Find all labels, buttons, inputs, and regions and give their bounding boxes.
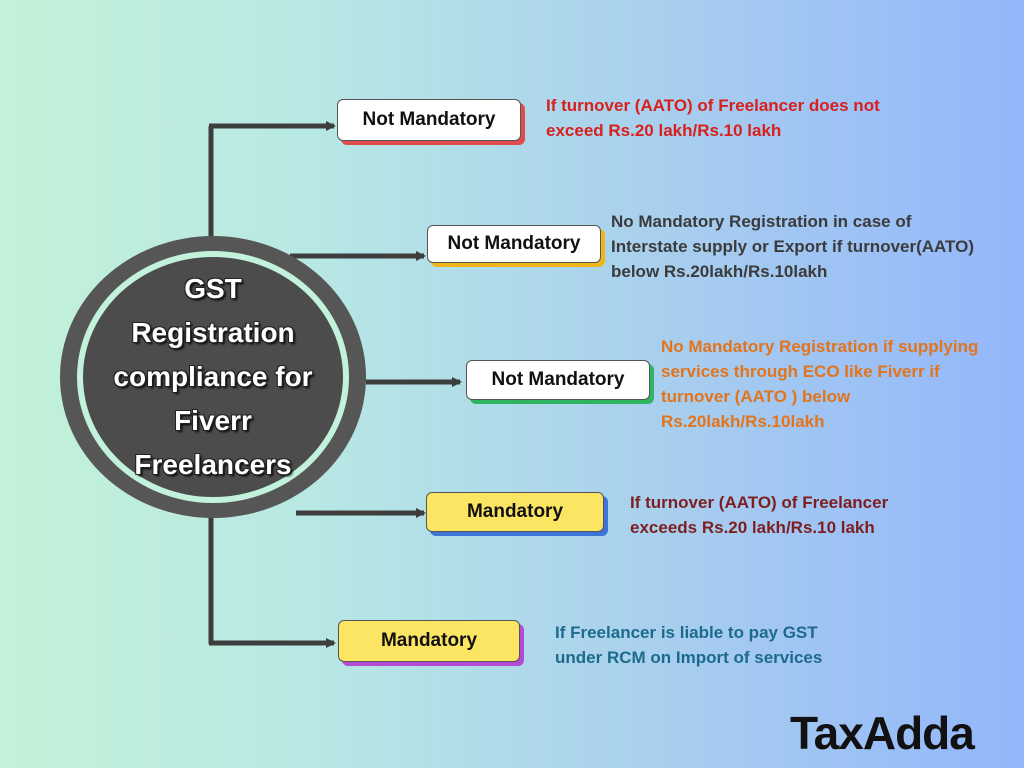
center-title-line: GST: [184, 273, 242, 304]
desc-line: below Rs.20lakh/Rs.10lakh: [611, 262, 828, 281]
center-title: GST Registration compliance for Fiverr F…: [88, 267, 338, 487]
center-title-line: Registration: [131, 317, 295, 348]
desc-line: If turnover (AATO) of Freelancer does no…: [546, 96, 880, 115]
branch-3-description: No Mandatory Registration if supplying s…: [661, 334, 978, 434]
desc-line: No Mandatory Registration if supplying: [661, 337, 979, 356]
center-title-line: Freelancers: [134, 449, 292, 480]
taxadda-logo: TaxAdda: [790, 707, 975, 759]
branch-5-label: Mandatory: [338, 620, 520, 662]
desc-line: No Mandatory Registration in case of: [611, 212, 912, 231]
branch-4-label: Mandatory: [426, 492, 604, 532]
branch-3-label: Not Mandatory: [466, 360, 650, 400]
desc-line: Interstate supply or Export if turnover(…: [611, 237, 975, 256]
branch-1-description: If turnover (AATO) of Freelancer does no…: [546, 93, 880, 143]
center-circle: GST Registration compliance for Fiverr F…: [83, 257, 343, 497]
branch-5-description: If Freelancer is liable to pay GST under…: [555, 620, 822, 670]
desc-line: exceed Rs.20 lakh/Rs.10 lakh: [546, 121, 782, 140]
desc-line: services through ECO like Fiverr if: [661, 362, 940, 381]
desc-line: If turnover (AATO) of Freelancer: [630, 493, 889, 512]
desc-line: turnover (AATO ) below: [661, 387, 851, 406]
desc-line: Rs.20lakh/Rs.10lakh: [661, 412, 825, 431]
center-title-line: Fiverr: [174, 405, 252, 436]
branch-1-label: Not Mandatory: [337, 99, 521, 141]
desc-line: under RCM on Import of services: [555, 648, 823, 667]
branch-4-description: If turnover (AATO) of Freelancer exceeds…: [630, 490, 888, 540]
desc-line: If Freelancer is liable to pay GST: [555, 623, 818, 642]
branch-2-description: No Mandatory Registration in case of Int…: [611, 209, 974, 284]
desc-line: exceeds Rs.20 lakh/Rs.10 lakh: [630, 518, 875, 537]
branch-2-label: Not Mandatory: [427, 225, 601, 263]
center-title-line: compliance for: [113, 361, 313, 392]
